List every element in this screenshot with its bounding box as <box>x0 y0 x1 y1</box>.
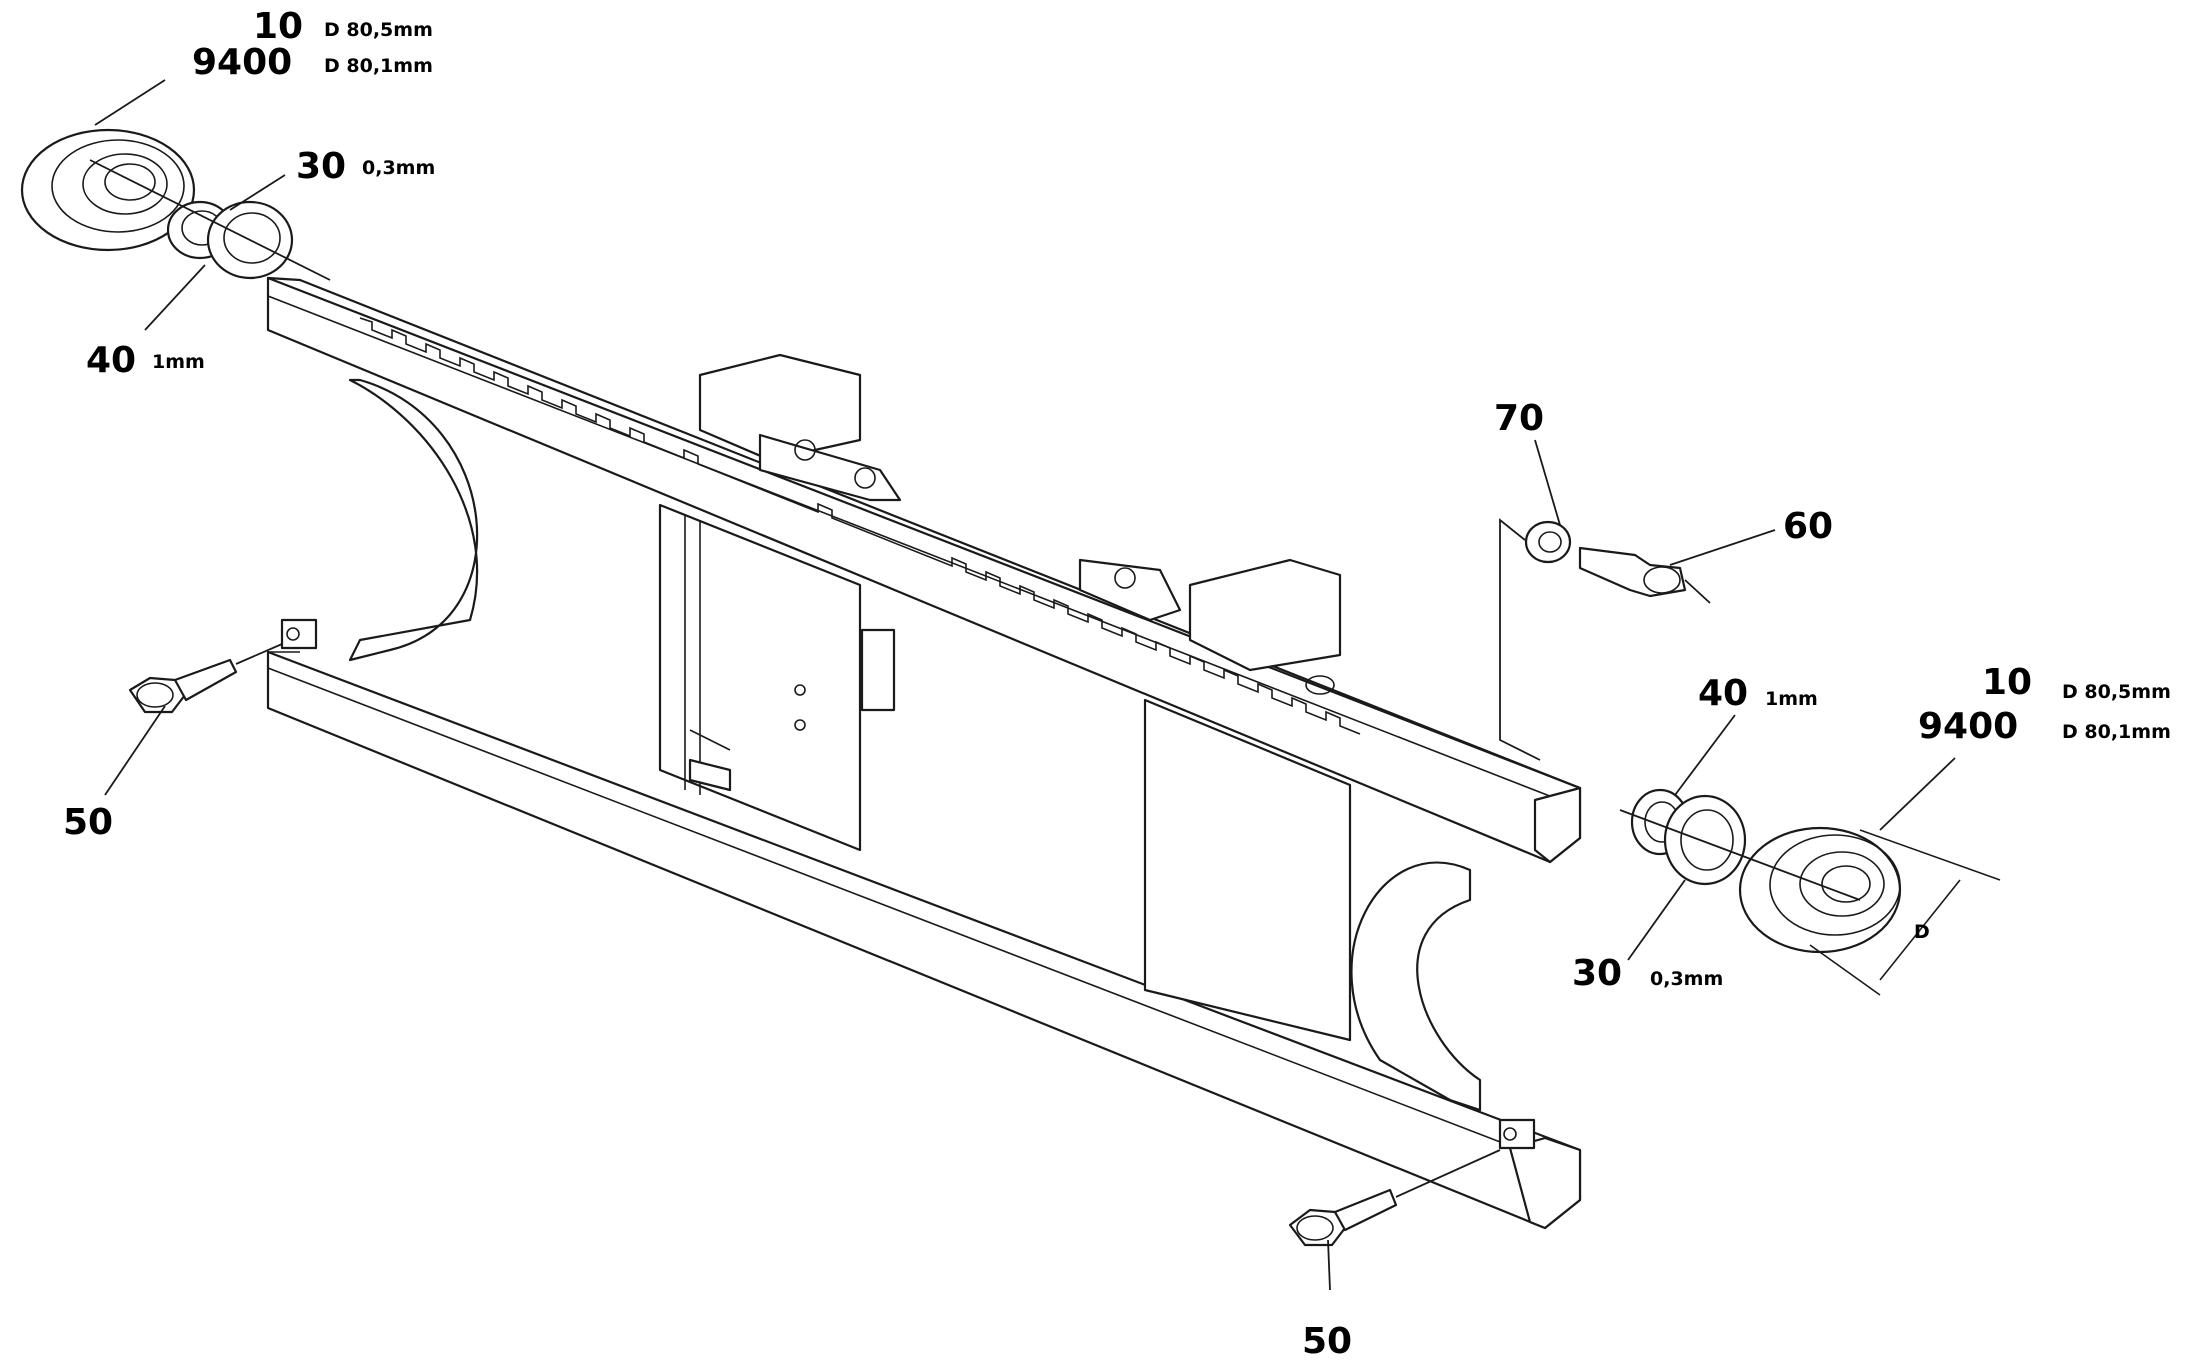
carriage-frame <box>266 276 1582 1230</box>
left-arm <box>348 378 479 662</box>
label-40-top-left: 40 <box>86 340 136 381</box>
callout-leaders <box>94 79 1956 1291</box>
spec-9400-right: D 80,1mm <box>2062 721 2171 743</box>
spec-9400-top-left: D 80,1mm <box>324 55 433 77</box>
bolt-60 <box>1578 546 1687 598</box>
dimension-label-d: D <box>1914 921 1930 943</box>
spec-30-right: 0,3mm <box>1650 968 1723 990</box>
callouts: 10 D 80,5mm 9400 D 80,1mm 30 0,3mm 40 1m… <box>63 6 2171 1362</box>
right-bearing-assembly <box>1619 788 2001 996</box>
label-50-left: 50 <box>63 802 113 843</box>
label-10-right: 10 <box>1982 662 2032 703</box>
label-70: 70 <box>1494 398 1544 439</box>
label-30-right: 30 <box>1572 953 1622 994</box>
label-9400-top-left: 9400 <box>192 42 292 83</box>
bolt-50-left <box>128 643 283 714</box>
upper-bracket-right <box>1188 558 1342 672</box>
label-9400-right: 9400 <box>1918 706 2018 747</box>
spec-30-top-left: 0,3mm <box>362 157 435 179</box>
label-50-bottom: 50 <box>1302 1321 1352 1362</box>
washer-70 <box>1524 520 1572 564</box>
right-panel <box>1143 698 1352 1042</box>
spec-10-top-left: D 80,5mm <box>324 19 433 41</box>
top-left-bearing-assembly <box>20 128 331 281</box>
dimension-line-d <box>1879 879 1961 981</box>
right-arm <box>1350 861 1482 1112</box>
label-10-top-left: 10 <box>253 6 303 47</box>
label-30-top-left: 30 <box>296 146 346 187</box>
upper-bracket-left <box>698 353 862 462</box>
center-plate <box>658 503 862 852</box>
spec-40-right: 1mm <box>1765 688 1818 710</box>
label-60: 60 <box>1783 506 1833 547</box>
label-40-right: 40 <box>1698 673 1748 714</box>
rack-teeth <box>359 317 1361 735</box>
bolt-50-bottom <box>1288 1149 1501 1247</box>
spec-40-top-left: 1mm <box>152 351 205 373</box>
washer-70-and-bolt-60 <box>1499 518 1711 761</box>
spec-10-right: D 80,5mm <box>2062 681 2171 703</box>
